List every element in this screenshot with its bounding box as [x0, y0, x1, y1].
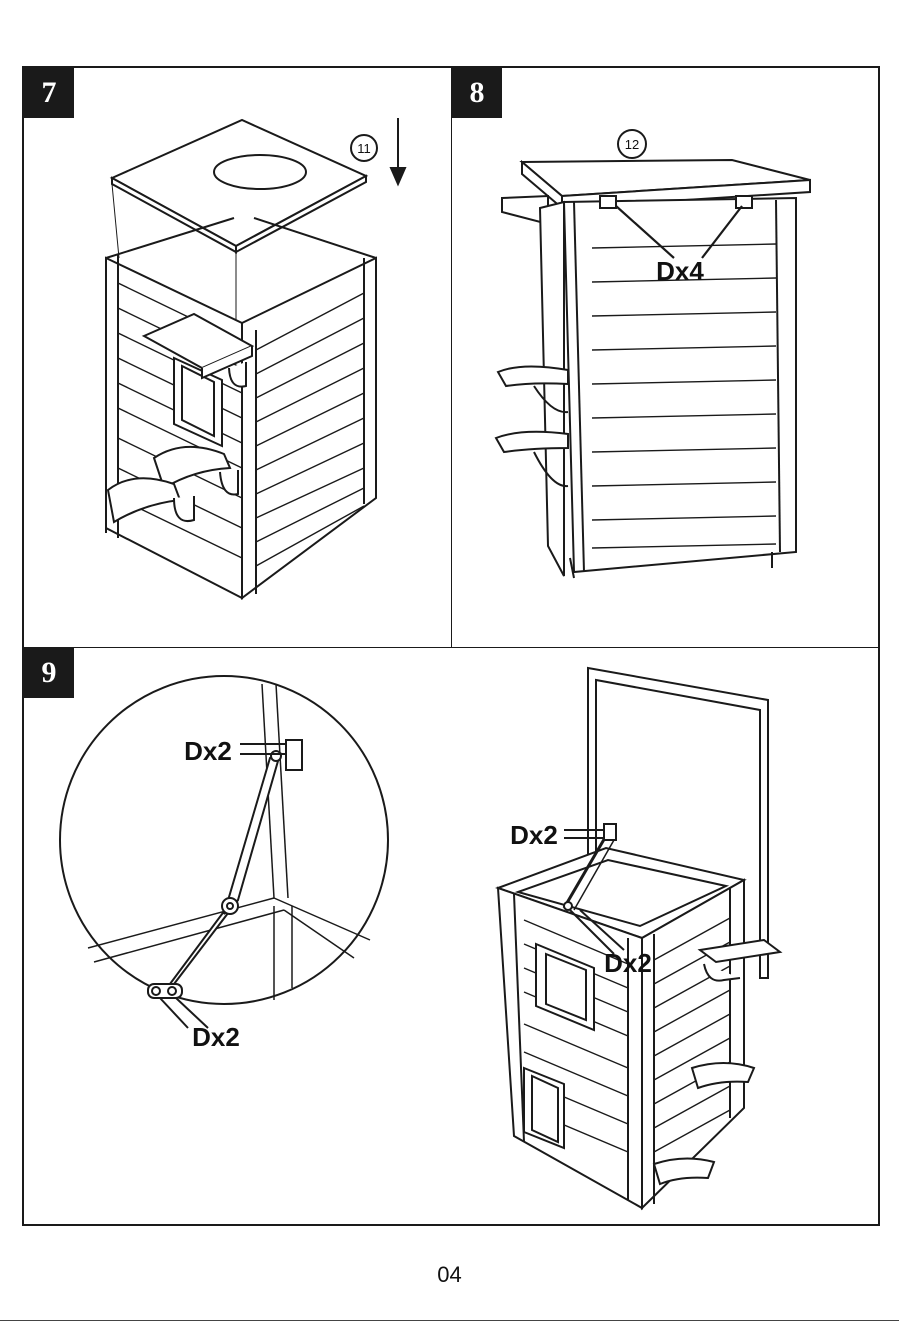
step-7-illustration: 11 [24, 68, 452, 648]
step-9-panel: 9 [24, 648, 878, 1224]
callout-dx2-house-bottom: Dx2 [604, 948, 652, 978]
step-7-panel: 7 [24, 68, 452, 648]
step-8-panel: 8 [452, 68, 878, 648]
bracket-icon [600, 196, 616, 208]
step-8-illustration: Dx4 12 [452, 68, 878, 648]
part-label-11: 11 [357, 141, 371, 156]
callout-dx2-detail-top: Dx2 [184, 736, 232, 766]
page-number: 04 [0, 1262, 899, 1288]
callout-dx4: Dx4 [656, 256, 704, 286]
callout-dx2-house-top: Dx2 [510, 820, 558, 850]
instruction-frame: 7 [22, 66, 880, 1226]
bottom-rule [0, 1320, 899, 1321]
step-9-illustration: Dx2 Dx2 Dx2 Dx2 [24, 648, 878, 1224]
callout-dx2-detail-bottom: Dx2 [192, 1022, 240, 1052]
part-label-12: 12 [625, 137, 639, 152]
